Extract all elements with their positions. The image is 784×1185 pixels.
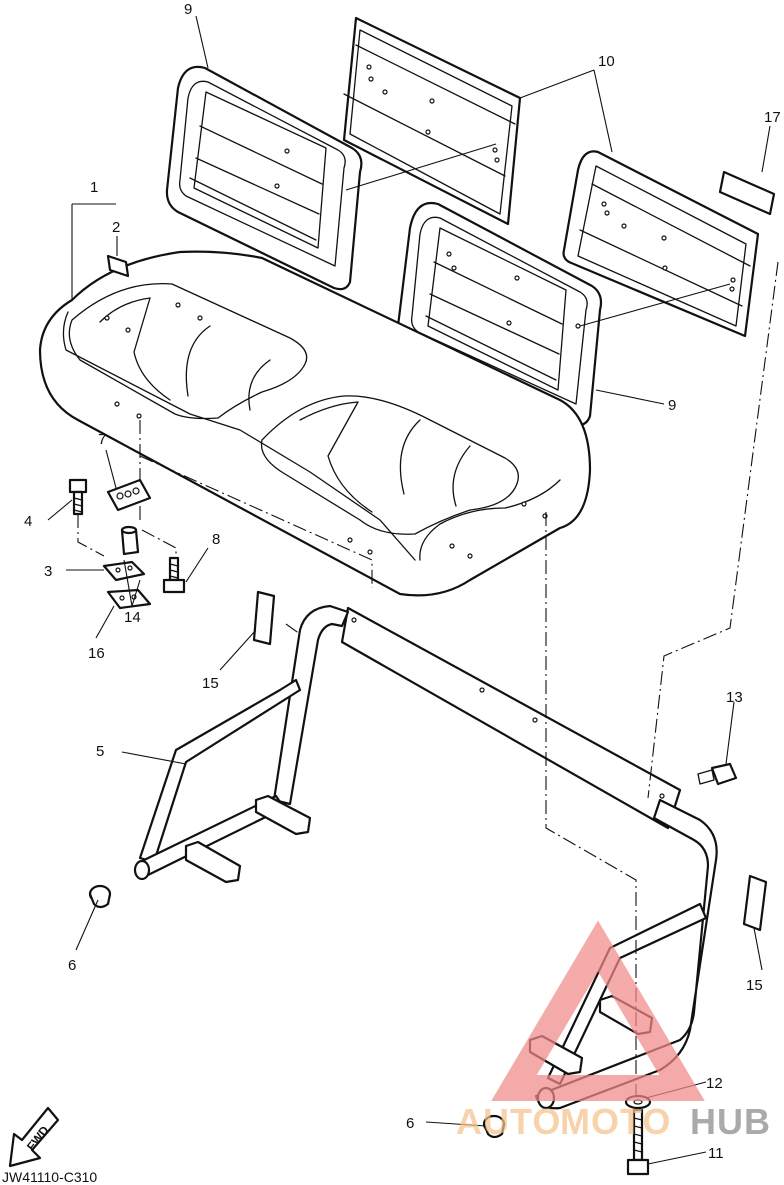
callout-15-right: 15 (746, 977, 763, 994)
callout-5: 5 (96, 743, 104, 760)
callout-17: 17 (764, 109, 781, 126)
seat-label-2 (106, 254, 130, 278)
watermark-text-moto: MOTO (560, 1101, 671, 1142)
seat-frame-5 (133, 604, 718, 1110)
assembly-lines (77, 261, 779, 1096)
callout-16: 16 (88, 645, 105, 662)
bolt-4 (68, 478, 88, 516)
bolt-11 (626, 1108, 650, 1176)
callout-6-right: 6 (406, 1115, 414, 1132)
backrest-panel-rear (342, 16, 522, 226)
fwd-direction-icon: FWD (8, 1106, 60, 1168)
warning-label-15-left (252, 590, 276, 646)
callout-12: 12 (706, 1075, 723, 1092)
callout-10: 10 (598, 53, 615, 70)
warning-label-17 (718, 170, 776, 216)
callout-15-left: 15 (202, 675, 219, 692)
callout-1: 1 (90, 179, 98, 196)
callout-6-left: 6 (68, 957, 76, 974)
callout-labels: 1 2 3 4 5 6 6 7 8 9 9 10 11 12 13 14 15 … (24, 1, 781, 1162)
callout-4: 4 (24, 513, 32, 530)
plate-16 (106, 588, 152, 610)
seat-bottom (38, 250, 592, 597)
automotohub-watermark-logo: AUTO MOTO HUB (456, 920, 771, 1142)
callout-9-right: 9 (668, 397, 676, 414)
warning-label-15-right (742, 874, 768, 932)
callout-13: 13 (726, 689, 743, 706)
backrest-cushion-left (165, 65, 363, 291)
bolt-13 (697, 762, 738, 786)
watermark-triangle-icon (491, 920, 705, 1101)
callout-8: 8 (212, 531, 220, 548)
callout-7: 7 (98, 431, 106, 448)
backrest-cushion-right (396, 201, 603, 427)
collar-14 (120, 525, 140, 556)
bracket-3 (102, 560, 146, 582)
watermark-text-hub: HUB (690, 1101, 771, 1142)
diagram-code: JW41110-C310 (2, 1169, 97, 1185)
cap-6-right (482, 1114, 506, 1139)
callout-11: 11 (708, 1145, 724, 1162)
callout-14: 14 (124, 609, 141, 626)
callout-3: 3 (44, 563, 52, 580)
callout-9-top: 9 (184, 1, 192, 18)
bolt-8 (162, 556, 186, 594)
hinge-plate-7 (106, 478, 152, 512)
cap-6-left (88, 884, 112, 909)
callout-2: 2 (112, 219, 120, 236)
watermark-text-auto: AUTO (456, 1101, 561, 1142)
